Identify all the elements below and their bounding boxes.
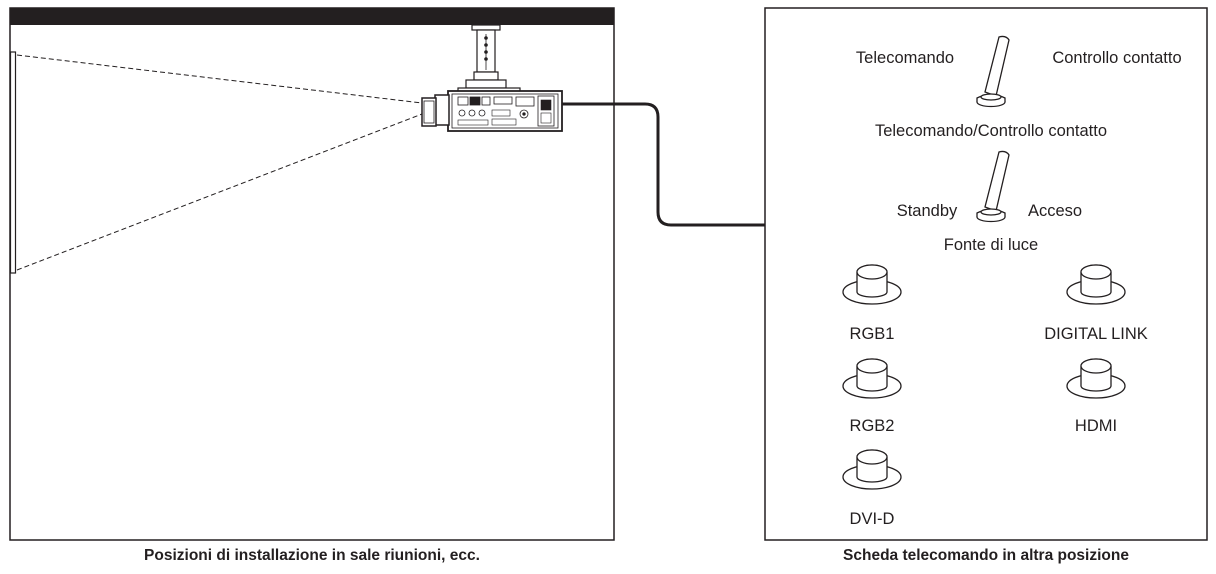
toggle-switch-icon	[976, 150, 1010, 223]
switch-1-bottom-label: Telecomando/Controllo contatto	[875, 122, 1107, 140]
room-panel	[9, 7, 765, 541]
switch-remote-contact: Telecomando Controllo contatto Telecoman…	[856, 35, 1182, 140]
switch-2-bottom-label: Fonte di luce	[944, 236, 1038, 254]
switch-1-left-label: Telecomando	[856, 49, 954, 67]
button-digital-link-label: DIGITAL LINK	[1044, 325, 1148, 343]
projection-beam	[16, 54, 423, 271]
ceiling-mount	[457, 24, 521, 95]
room-caption: Posizioni di installazione in sale riuni…	[144, 547, 480, 564]
remote-panel: Telecomando Controllo contatto Telecoman…	[764, 7, 1208, 541]
button-dvi-d	[842, 449, 902, 490]
projection-screen	[9, 51, 17, 274]
projector	[421, 90, 563, 132]
toggle-switch-icon	[976, 35, 1010, 108]
button-rgb2-label: RGB2	[850, 417, 895, 435]
button-digital-link	[1066, 264, 1126, 305]
switch-2-left-label: Standby	[897, 202, 958, 220]
switch-2-right-label: Acceso	[1028, 202, 1082, 220]
push-buttons: RGB1 DIGITAL LINK RGB2 HDMI	[842, 264, 1148, 528]
switch-light-source: Standby Acceso Fonte di luce	[897, 150, 1082, 254]
room-frame	[9, 7, 615, 541]
button-rgb1	[842, 264, 902, 305]
button-rgb2	[842, 358, 902, 399]
remote-frame	[764, 7, 1208, 541]
button-rgb1-label: RGB1	[850, 325, 895, 343]
remote-caption: Scheda telecomando in altra posizione	[843, 547, 1129, 564]
button-hdmi-label: HDMI	[1075, 417, 1117, 435]
button-hdmi	[1066, 358, 1126, 399]
switch-1-right-label: Controllo contatto	[1052, 49, 1181, 67]
remote-cable	[562, 102, 765, 227]
button-dvi-d-label: DVI-D	[850, 510, 895, 528]
ceiling	[10, 8, 614, 25]
